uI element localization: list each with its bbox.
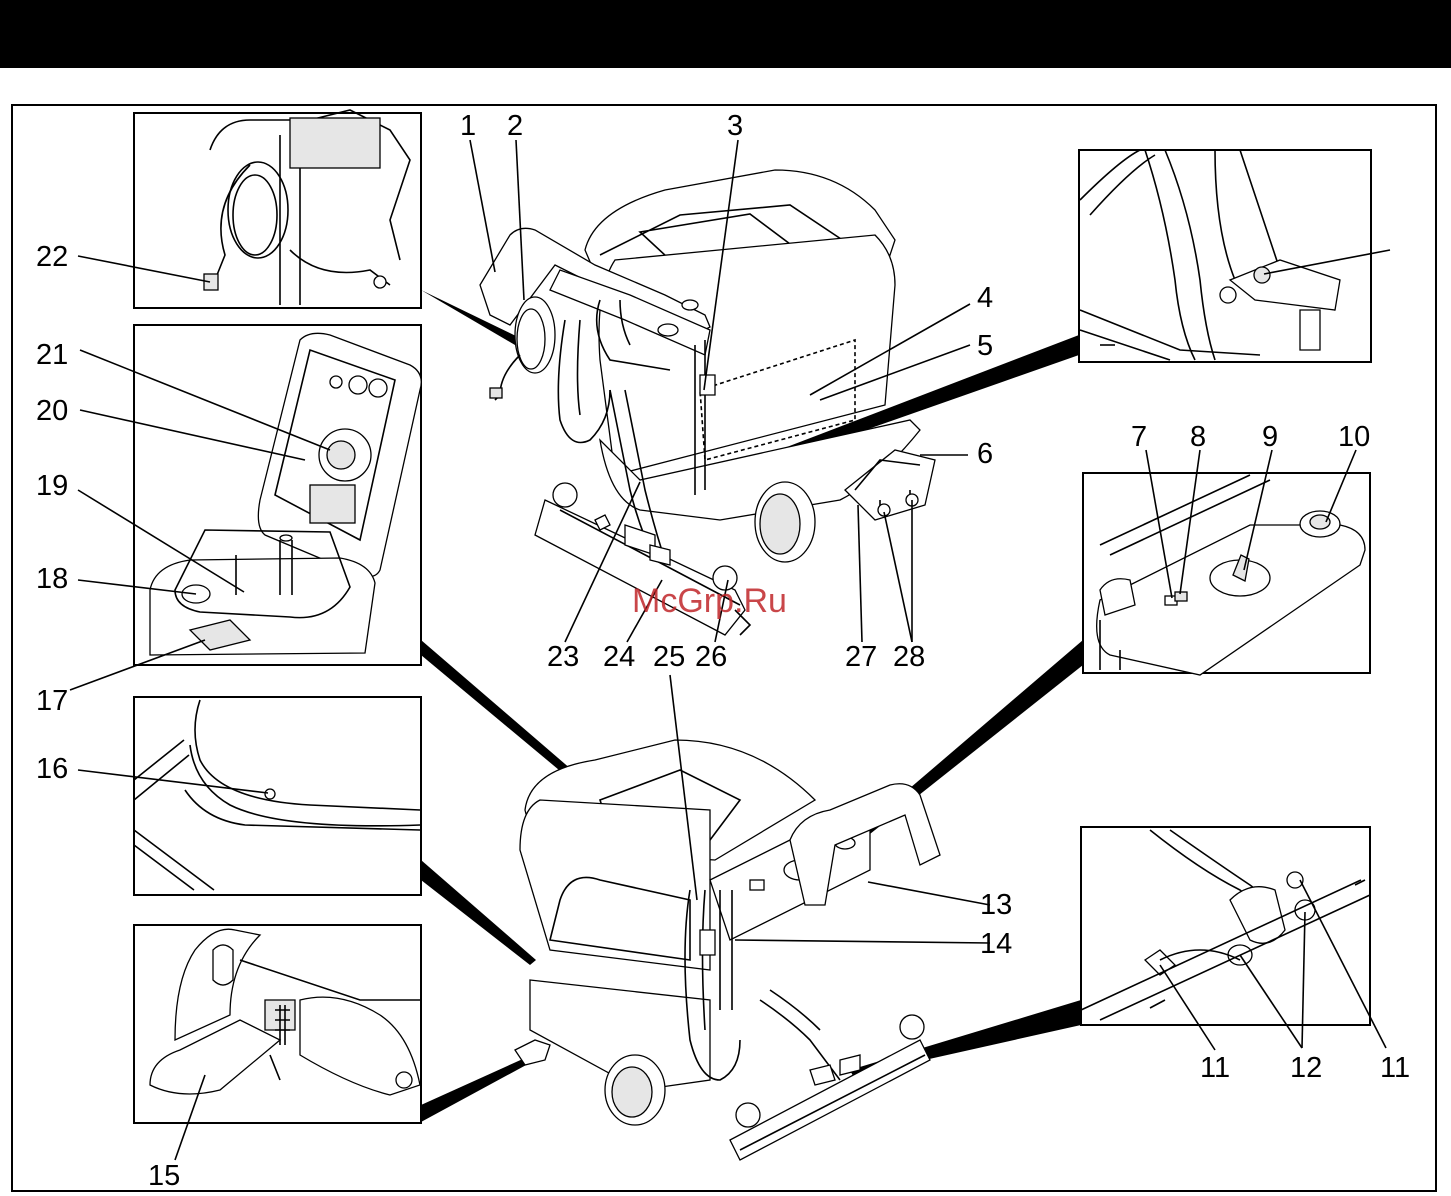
callout-13: 13 bbox=[980, 889, 1012, 921]
callout-12: 12 bbox=[1290, 1052, 1322, 1084]
callout-4: 4 bbox=[977, 282, 993, 314]
callout-11-left: 11 bbox=[1200, 1052, 1230, 1084]
callout-1: 1 bbox=[460, 110, 476, 142]
callout-20: 20 bbox=[36, 395, 68, 427]
callout-22: 22 bbox=[36, 241, 68, 273]
callout-11-right: 11 bbox=[1380, 1052, 1410, 1084]
machine-front-view bbox=[515, 740, 940, 1160]
callout-24: 24 bbox=[603, 641, 635, 673]
callout-5: 5 bbox=[977, 330, 993, 362]
callout-21: 21 bbox=[36, 339, 68, 371]
callout-7: 7 bbox=[1131, 421, 1147, 453]
detail-panel-controls bbox=[1083, 473, 1370, 675]
detail-panel-lid-open bbox=[134, 325, 421, 665]
callout-23: 23 bbox=[547, 641, 579, 673]
callout-10: 10 bbox=[1338, 421, 1370, 453]
detail-panel-pedal bbox=[134, 925, 421, 1123]
pointer-wedge-float bbox=[421, 860, 536, 965]
callout-9: 9 bbox=[1262, 421, 1278, 453]
callout-16: 16 bbox=[36, 753, 68, 785]
callout-18: 18 bbox=[36, 563, 68, 595]
detail-panel-hose-top bbox=[1079, 150, 1371, 362]
callout-3: 3 bbox=[727, 110, 743, 142]
callout-6: 6 bbox=[977, 438, 993, 470]
callout-15: 15 bbox=[148, 1160, 180, 1192]
pointer-wedge-pedal bbox=[421, 1058, 528, 1122]
detail-panel-squeegee bbox=[1081, 827, 1370, 1025]
callout-27: 27 bbox=[845, 641, 877, 673]
callout-26: 26 bbox=[695, 641, 727, 673]
callout-17: 17 bbox=[36, 685, 68, 717]
callout-8: 8 bbox=[1190, 421, 1206, 453]
callout-25: 25 bbox=[653, 641, 685, 673]
callout-2: 2 bbox=[507, 110, 523, 142]
callout-14: 14 bbox=[980, 928, 1012, 960]
detail-panel-float bbox=[134, 697, 421, 895]
watermark-text: McGrp.Ru bbox=[632, 582, 787, 620]
callout-28: 28 bbox=[893, 641, 925, 673]
callout-19: 19 bbox=[36, 470, 68, 502]
machine-rear-view bbox=[480, 170, 935, 635]
detail-panel-cable bbox=[134, 110, 421, 308]
